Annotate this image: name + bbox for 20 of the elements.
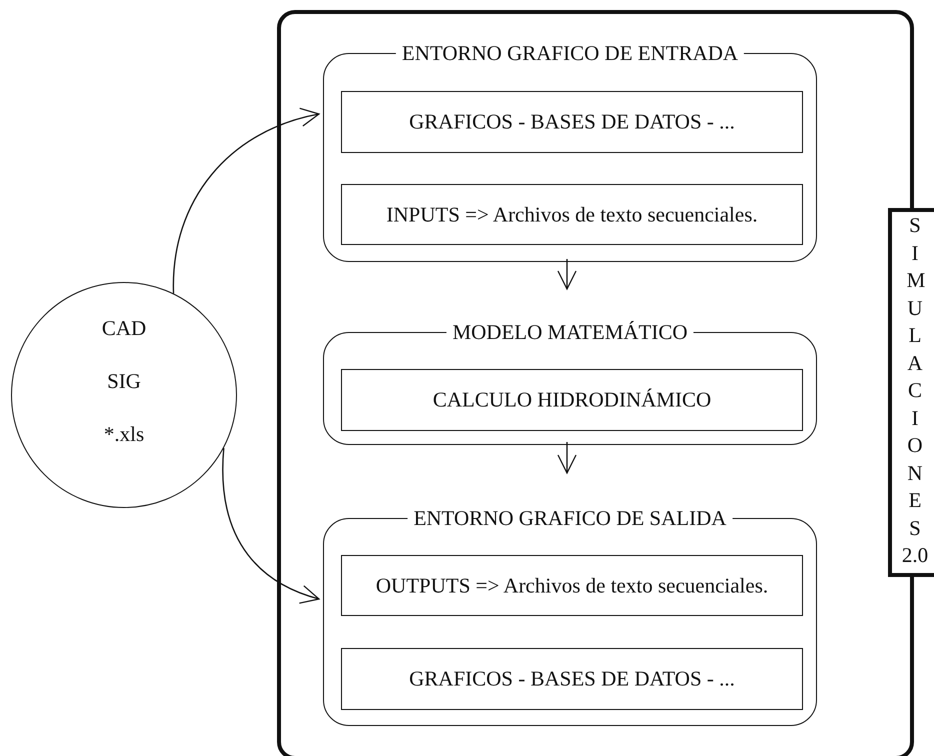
arrow [557,442,577,474]
process-box [341,648,803,710]
process-box [341,91,803,153]
box-text: CALCULO HIDRODINÁMICO [432,388,712,412]
arrow [557,259,577,290]
arrow [222,448,320,603]
box-text: INPUTS => Archivos de texto secuenciales. [386,202,758,227]
vertical-label-box [888,208,934,577]
process-box [341,369,803,431]
vertical-text: 2.0 [902,542,928,569]
box-text: OUTPUTS => Archivos de texto secuenciales. [376,573,768,598]
arrow [172,108,320,294]
source-text: SIG [107,369,141,394]
source-text: *.xls [104,422,144,447]
vertical-text: SIMULACIONES [906,212,924,542]
box-text: GRAFICOS - BASES DE DATOS - ... [409,666,735,692]
process-box [341,184,803,245]
source-text: CAD [102,316,146,341]
process-box [341,555,803,616]
box-text: GRAFICOS - BASES DE DATOS - ... [409,110,735,134]
